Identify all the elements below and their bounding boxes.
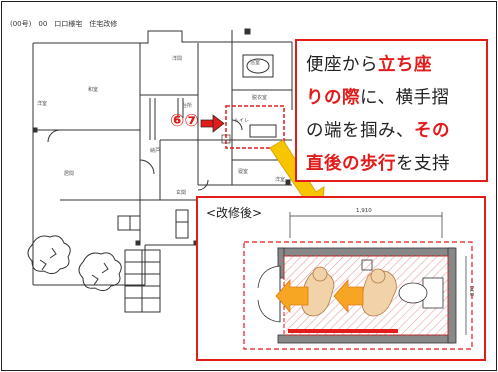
callout-segment: に、横手摺 [360, 88, 450, 108]
door-swing [257, 265, 281, 323]
room-label: 洋室 [37, 101, 48, 107]
person-figures [301, 266, 397, 317]
pointer-arrow-red [200, 114, 225, 133]
room-label: 台所 [182, 103, 193, 109]
room-label: 寝室 [238, 169, 249, 175]
wall-bottom [277, 334, 455, 344]
room-label: 脱衣室 [252, 95, 268, 101]
callout-segment-highlight: りの際 [306, 88, 360, 108]
callout-segment-highlight: その [414, 121, 450, 141]
callout-segment: 便座から [306, 55, 378, 75]
room-label: 居間 [64, 171, 75, 177]
callout-segment-highlight: 直後の歩行 [306, 154, 396, 174]
room-label: 浴室 [250, 60, 261, 66]
width-dimension: 1,910 [356, 208, 372, 214]
room-label: 洋室 [275, 177, 286, 183]
callout-text: 便座から立ち座りの際に、横手摺の端を掴み、その直後の歩行を支持 [306, 49, 450, 181]
callout-segment: の端を掴み、 [306, 121, 414, 141]
description-callout: 便座から立ち座りの際に、横手摺の端を掴み、その直後の歩行を支持 [295, 39, 488, 182]
after-renovation-panel: <改修後> [196, 196, 486, 361]
wall-top [277, 247, 455, 257]
height-dimension: 870 [470, 285, 476, 297]
handrail [288, 329, 398, 333]
callout-segment: を支持 [396, 154, 450, 174]
target-toilet-highlight [225, 105, 285, 149]
after-renovation-label: <改修後> [206, 206, 263, 220]
room-label: 玄関 [176, 190, 187, 196]
walking-direction-arrows [275, 278, 364, 314]
room-label: トイレ [234, 118, 250, 124]
callout-segment-highlight: 立ち座 [378, 55, 432, 75]
room-label: 納戸 [150, 148, 161, 154]
after-renovation-drawing [243, 212, 473, 350]
plan-header-title: (00号) 00 口口様宅 住宅改修 [10, 20, 118, 28]
item-number-marker: ⑥⑦ [170, 111, 199, 131]
room-label: 洋間 [172, 56, 183, 62]
room-label: 和室 [88, 87, 99, 93]
renovation-area-outline [243, 241, 473, 350]
